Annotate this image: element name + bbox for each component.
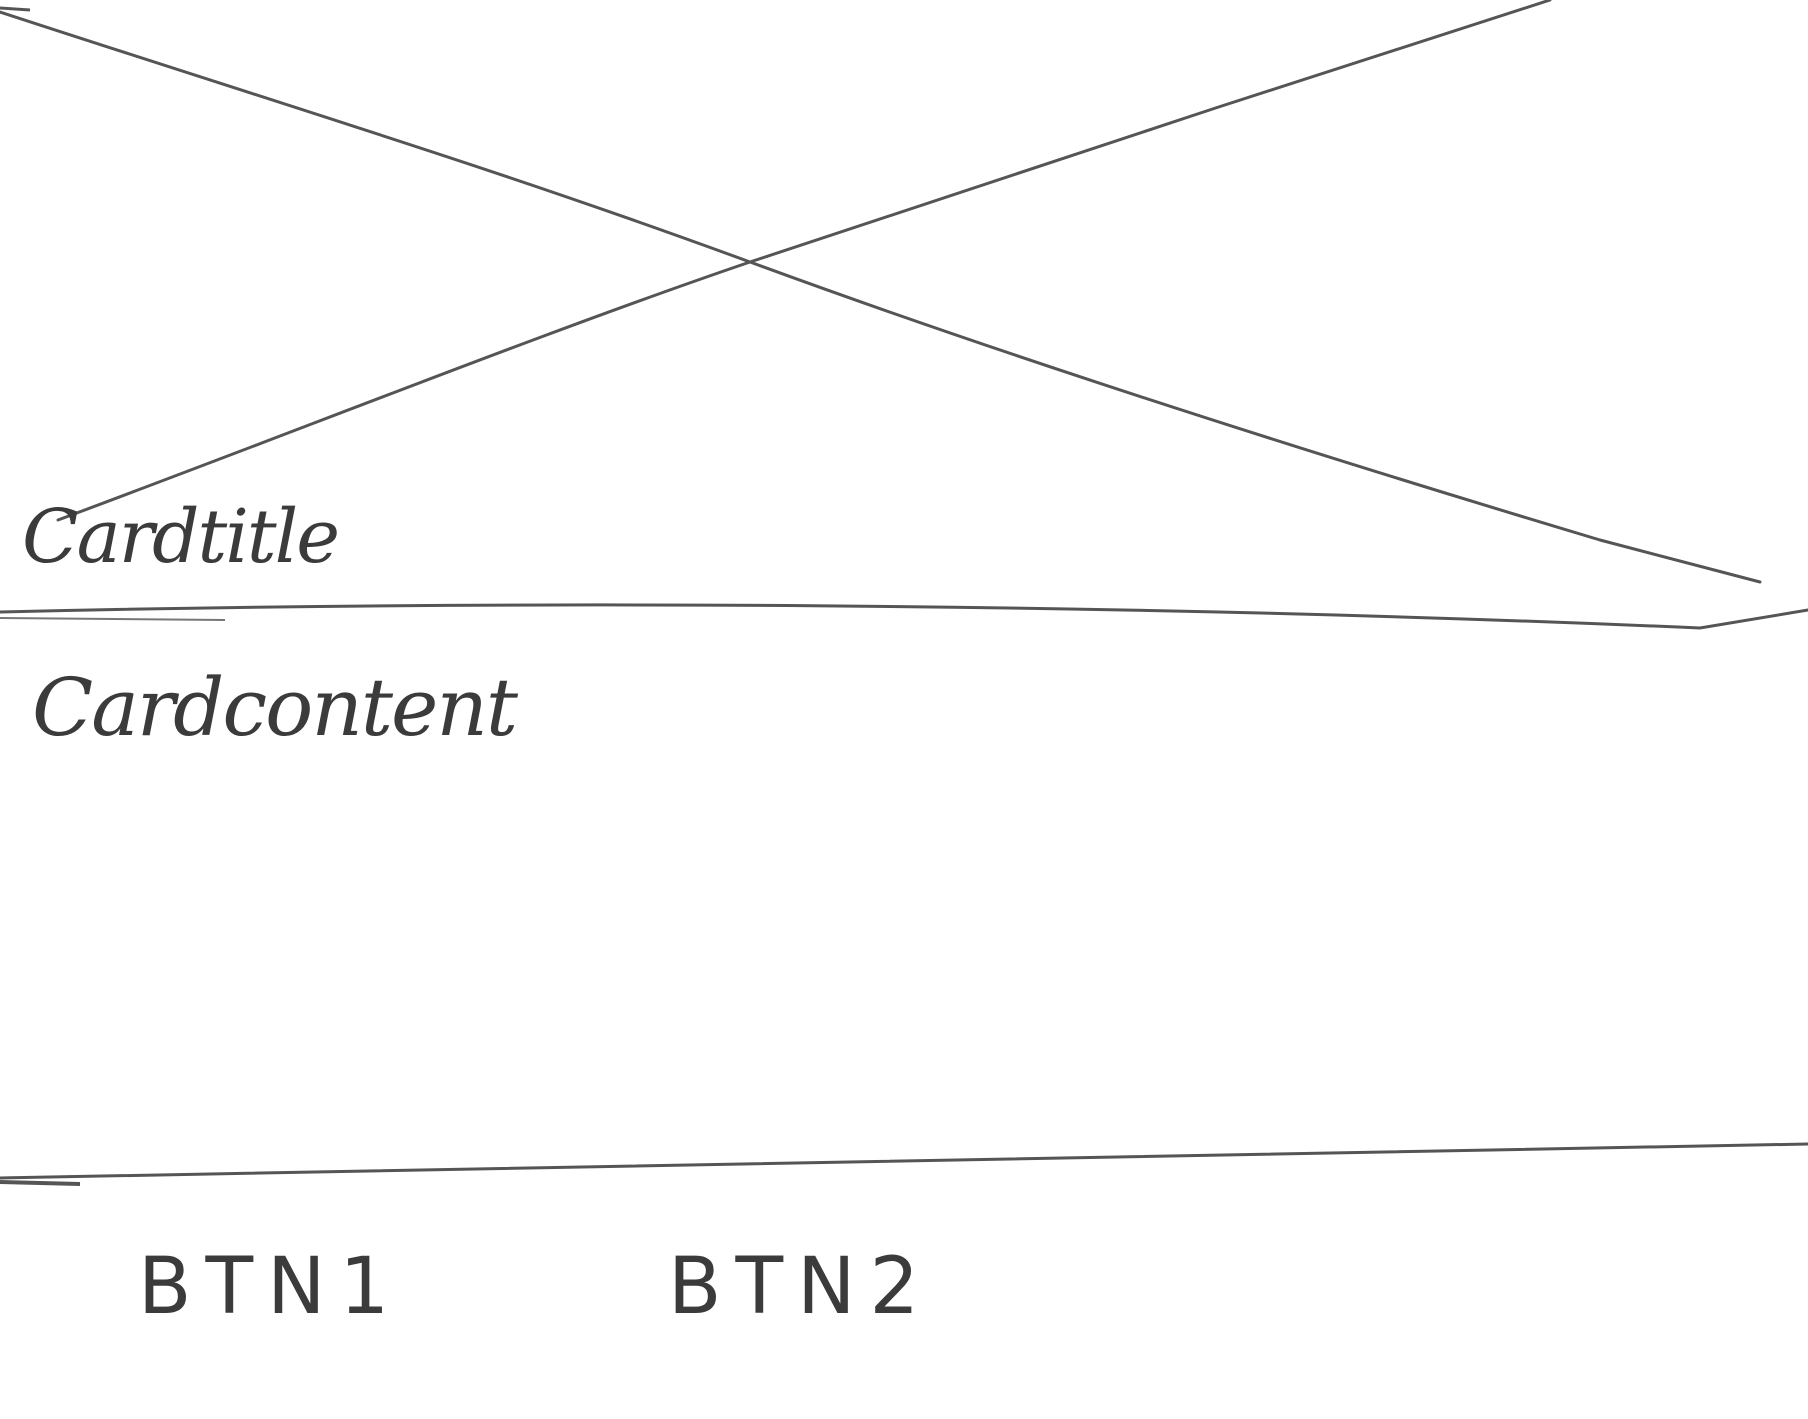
card-content: Cardcontent <box>32 661 518 754</box>
card-actions: BTN1 BTN2 <box>0 1230 1808 1370</box>
btn1-button[interactable]: BTN1 <box>138 1242 404 1332</box>
image-placeholder-icon <box>0 0 1762 584</box>
card-media <box>0 0 1808 620</box>
btn2-button[interactable]: BTN2 <box>668 1242 934 1332</box>
actions-divider <box>0 1130 1808 1186</box>
title-divider <box>0 590 1808 630</box>
card-title: Cardtitle <box>22 494 340 580</box>
